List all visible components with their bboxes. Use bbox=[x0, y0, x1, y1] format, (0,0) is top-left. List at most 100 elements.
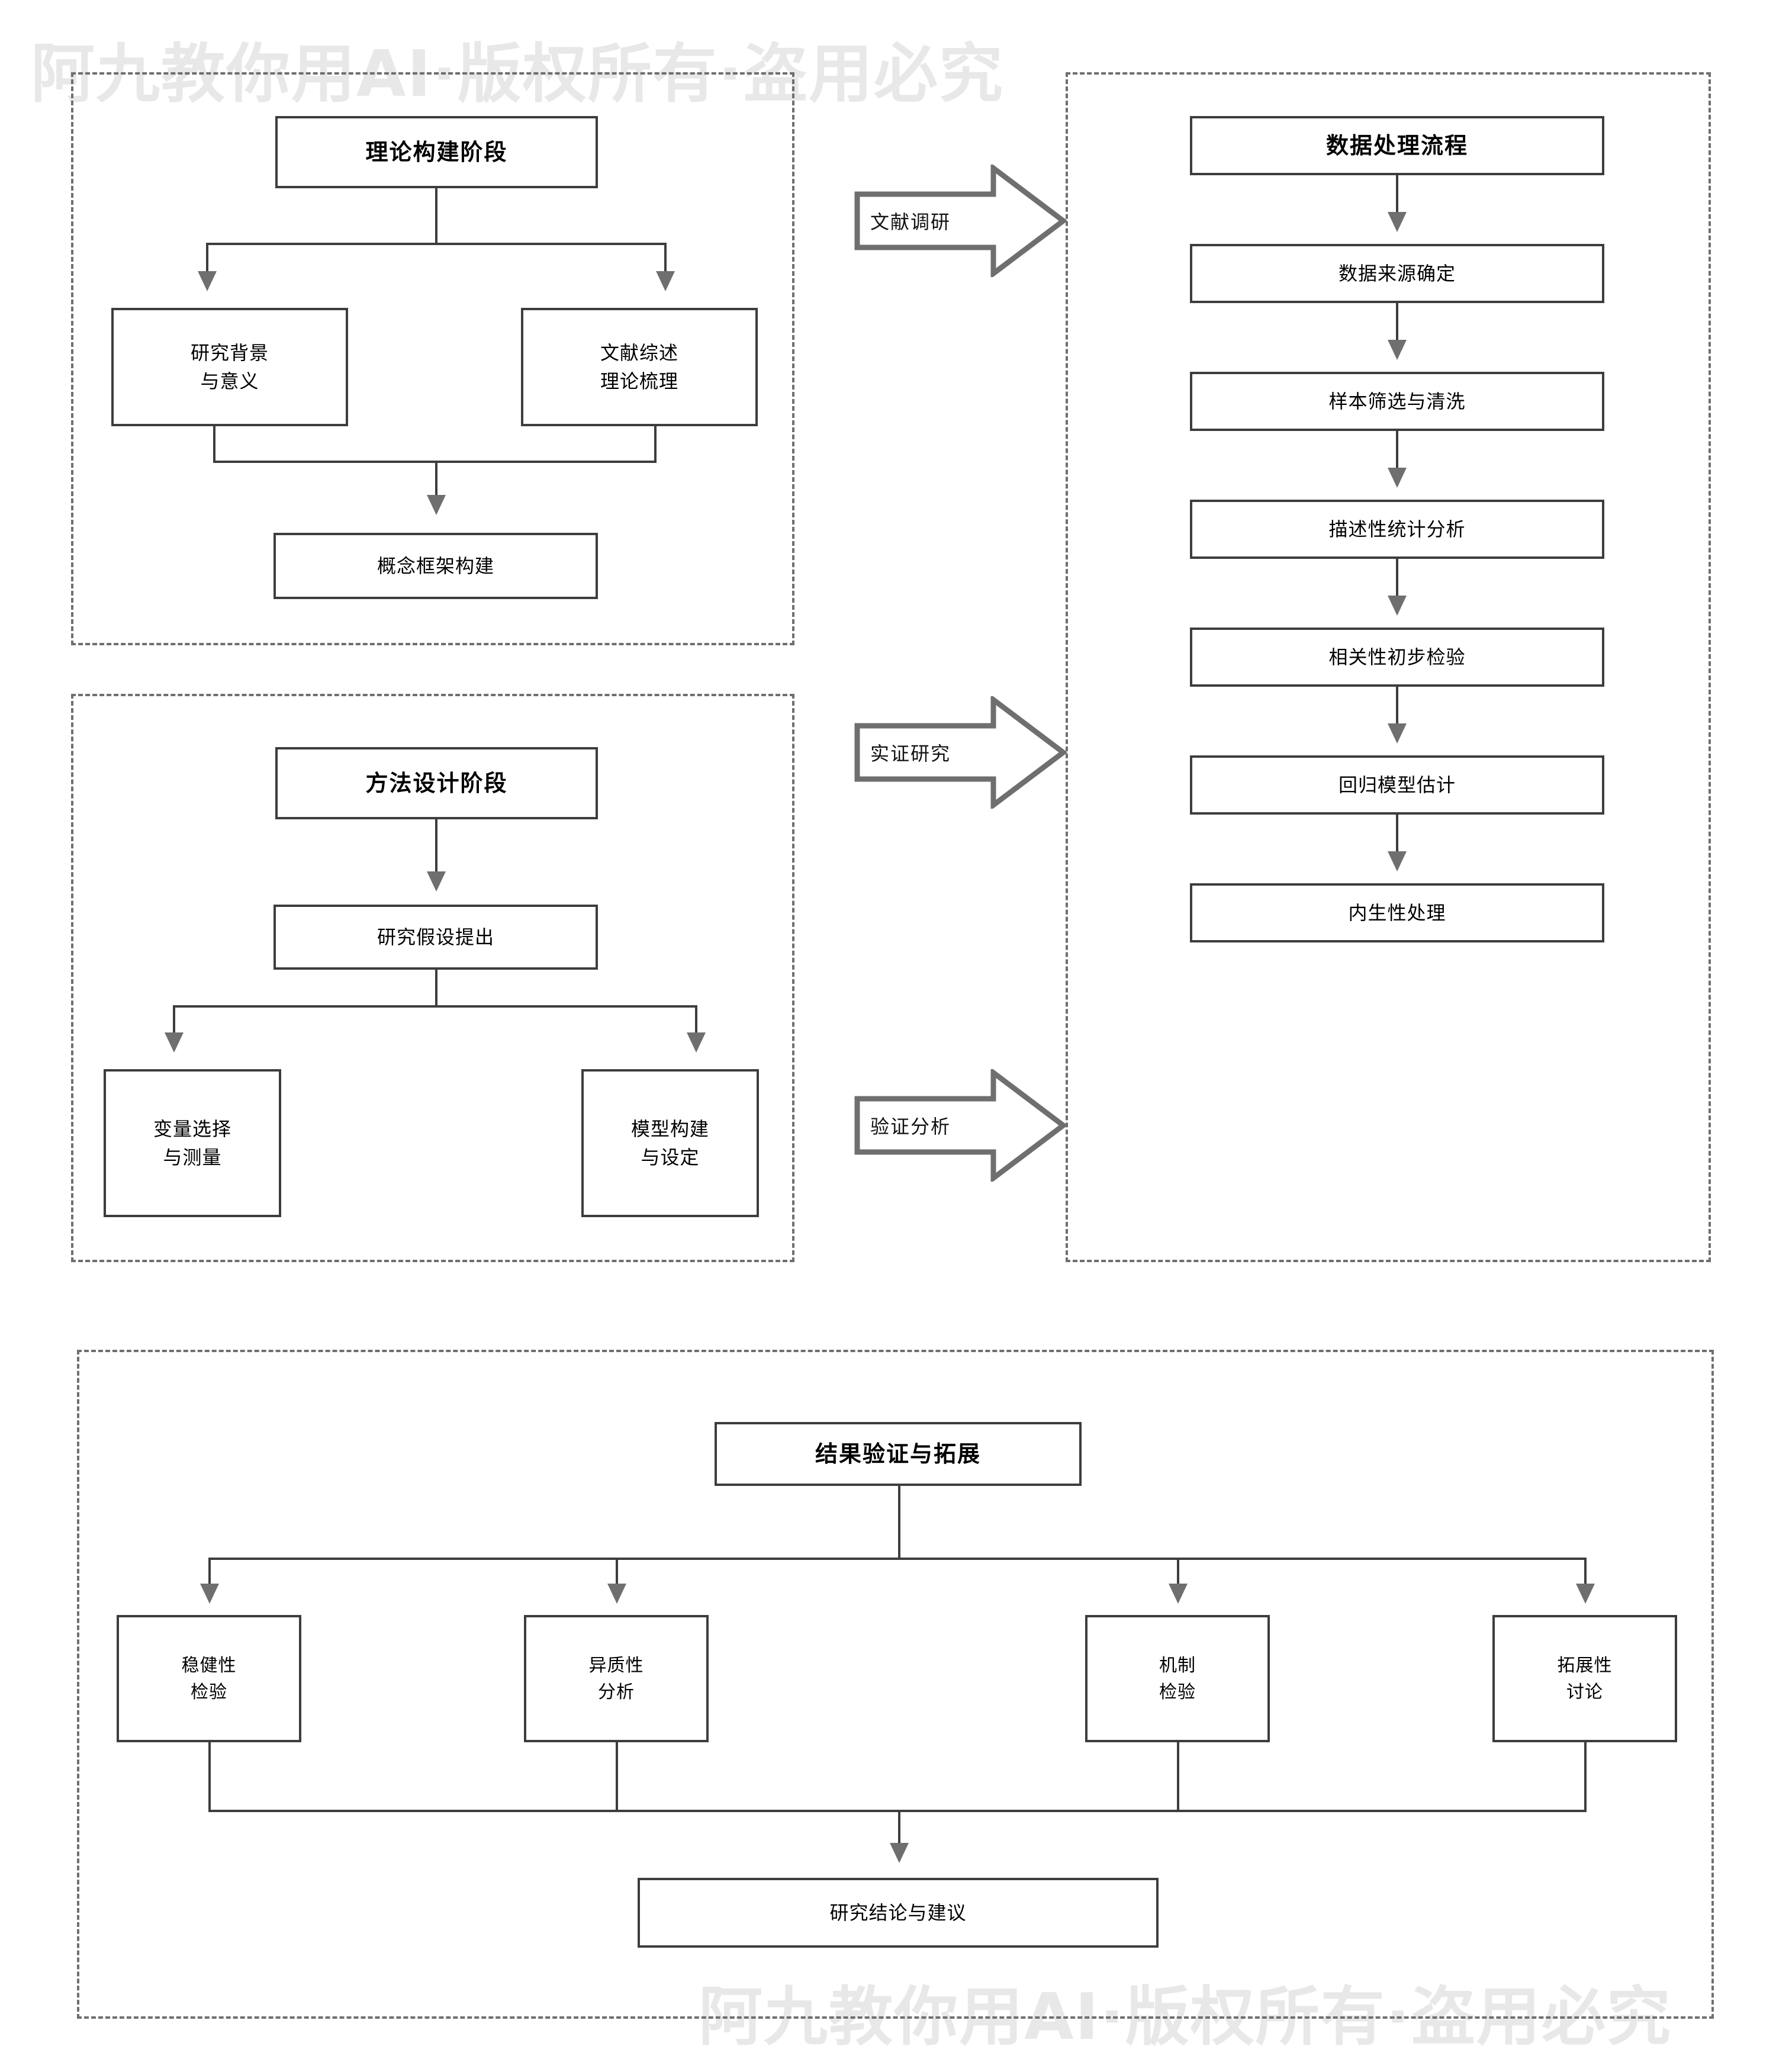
arrowhead-framework bbox=[427, 495, 446, 515]
node-label: 内生性处理 bbox=[1348, 902, 1446, 924]
node-heterogeneity-analysis[interactable]: 异质性 分析 bbox=[524, 1615, 709, 1742]
arrowhead-results-4 bbox=[1576, 1584, 1595, 1604]
node-data-step-2[interactable]: 样本筛选与清洗 bbox=[1190, 372, 1604, 431]
connector-theory-right-drop bbox=[664, 243, 667, 274]
arrowhead-data-5 bbox=[1388, 723, 1407, 744]
node-label: 概念框架构建 bbox=[377, 555, 494, 577]
node-conceptual-framework[interactable]: 概念框架构建 bbox=[274, 533, 598, 599]
block-arrow-label: 实证研究 bbox=[870, 742, 951, 765]
node-label: 数据处理流程 bbox=[1325, 132, 1468, 159]
connector-lit-down bbox=[654, 426, 657, 463]
arrowhead-variables bbox=[165, 1032, 184, 1053]
connector-results-stem bbox=[898, 1486, 900, 1560]
connector-merge-drop-1 bbox=[208, 1742, 211, 1812]
node-theory-stage-title[interactable]: 理论构建阶段 bbox=[275, 116, 598, 188]
connector-merge-drop-4 bbox=[1584, 1742, 1587, 1812]
connector-theory-spread bbox=[206, 243, 667, 245]
node-data-step-1[interactable]: 数据来源确定 bbox=[1190, 244, 1604, 303]
connector-results-merge bbox=[208, 1810, 1587, 1812]
connector-bg-down bbox=[213, 426, 215, 463]
block-arrow-label: 文献调研 bbox=[870, 211, 951, 233]
block-arrow-verification-analysis[interactable]: 验证分析 bbox=[854, 1069, 1067, 1182]
connector-data-2 bbox=[1396, 303, 1398, 342]
arrowhead-data-2 bbox=[1388, 340, 1407, 360]
connector-results-drop-2 bbox=[616, 1558, 618, 1586]
node-label-line2: 与测量 bbox=[163, 1146, 222, 1169]
arrowhead-results-3 bbox=[1169, 1584, 1188, 1604]
arrowhead-data-6 bbox=[1388, 851, 1407, 871]
node-data-process-title[interactable]: 数据处理流程 bbox=[1190, 116, 1604, 175]
connector-data-1 bbox=[1396, 175, 1398, 214]
block-arrow-label: 验证分析 bbox=[870, 1115, 951, 1138]
node-label: 回归模型估计 bbox=[1338, 774, 1456, 796]
arrowhead-theory-left bbox=[198, 271, 217, 291]
node-label-line1: 模型构建 bbox=[630, 1118, 709, 1140]
arrowhead-hypothesis bbox=[427, 871, 446, 892]
connector-data-6 bbox=[1396, 815, 1398, 854]
node-label: 样本筛选与清洗 bbox=[1328, 390, 1466, 413]
node-data-step-6[interactable]: 内生性处理 bbox=[1190, 883, 1604, 942]
node-label: 方法设计阶段 bbox=[365, 770, 508, 796]
node-label-line2: 检验 bbox=[1159, 1681, 1196, 1703]
node-label-line1: 文献综述 bbox=[600, 342, 678, 364]
arrowhead-data-1 bbox=[1388, 212, 1407, 232]
connector-merge-drop-3 bbox=[1177, 1742, 1179, 1812]
connector-method-spread bbox=[173, 1005, 697, 1008]
node-mechanism-test[interactable]: 机制 检验 bbox=[1085, 1615, 1270, 1742]
block-arrow-literature-survey[interactable]: 文献调研 bbox=[854, 165, 1067, 277]
arrowhead-theory-right bbox=[656, 271, 675, 291]
arrowhead-results-1 bbox=[200, 1584, 219, 1604]
node-results-stage-title[interactable]: 结果验证与拓展 bbox=[715, 1422, 1082, 1486]
connector-results-drop-3 bbox=[1177, 1558, 1179, 1586]
node-label: 描述性统计分析 bbox=[1328, 518, 1466, 540]
node-label-line2: 分析 bbox=[598, 1681, 635, 1703]
node-label: 研究假设提出 bbox=[377, 926, 494, 948]
node-label: 理论构建阶段 bbox=[365, 139, 508, 165]
node-data-step-3[interactable]: 描述性统计分析 bbox=[1190, 500, 1604, 559]
node-label: 结果验证与拓展 bbox=[815, 1440, 981, 1467]
connector-conclusion-stem bbox=[898, 1810, 900, 1845]
node-label-line1: 研究背景 bbox=[190, 342, 269, 364]
connector-data-3 bbox=[1396, 431, 1398, 470]
node-data-step-4[interactable]: 相关性初步检验 bbox=[1190, 628, 1604, 687]
connector-theory-stem bbox=[435, 188, 437, 244]
connector-results-drop-4 bbox=[1584, 1558, 1587, 1586]
node-label-line2: 检验 bbox=[191, 1681, 227, 1703]
connector-theory-merge bbox=[213, 461, 657, 463]
connector-data-5 bbox=[1396, 687, 1398, 726]
node-research-hypothesis[interactable]: 研究假设提出 bbox=[274, 905, 598, 970]
node-label: 数据来源确定 bbox=[1338, 262, 1456, 285]
connector-merge-drop-2 bbox=[616, 1742, 618, 1812]
node-label-line2: 与意义 bbox=[200, 370, 259, 392]
node-label-line1: 拓展性 bbox=[1557, 1655, 1613, 1676]
arrowhead-conclusion bbox=[890, 1843, 909, 1863]
node-extension-discussion[interactable]: 拓展性 讨论 bbox=[1492, 1615, 1677, 1742]
connector-results-spread bbox=[208, 1558, 1587, 1560]
node-data-step-5[interactable]: 回归模型估计 bbox=[1190, 755, 1604, 815]
node-robustness-test[interactable]: 稳健性 检验 bbox=[117, 1615, 301, 1742]
node-literature-review[interactable]: 文献综述 理论梳理 bbox=[521, 308, 758, 426]
node-label: 研究结论与建议 bbox=[829, 1902, 967, 1924]
node-label-line2: 与设定 bbox=[641, 1146, 700, 1169]
panel-method-design bbox=[71, 694, 794, 1262]
panel-theory-construction bbox=[71, 72, 794, 645]
node-model-construction[interactable]: 模型构建 与设定 bbox=[581, 1069, 759, 1217]
connector-method-spread-stem bbox=[435, 970, 437, 1008]
connector-data-4 bbox=[1396, 559, 1398, 598]
node-method-stage-title[interactable]: 方法设计阶段 bbox=[275, 747, 598, 819]
node-label-line2: 讨论 bbox=[1566, 1681, 1603, 1703]
node-label-line1: 机制 bbox=[1159, 1655, 1196, 1676]
connector-method-left-drop bbox=[173, 1005, 175, 1035]
panel-data-processing bbox=[1066, 72, 1711, 1262]
arrowhead-data-3 bbox=[1388, 468, 1407, 488]
arrowhead-data-4 bbox=[1388, 596, 1407, 616]
connector-method-stem bbox=[435, 819, 437, 874]
block-arrow-empirical-research[interactable]: 实证研究 bbox=[854, 696, 1067, 809]
node-variable-selection[interactable]: 变量选择 与测量 bbox=[104, 1069, 281, 1217]
node-label-line1: 变量选择 bbox=[153, 1118, 231, 1140]
arrowhead-model bbox=[687, 1032, 706, 1053]
node-label-line1: 稳健性 bbox=[181, 1655, 237, 1676]
panel-results-verification bbox=[77, 1350, 1714, 2019]
node-research-background[interactable]: 研究背景 与意义 bbox=[111, 308, 348, 426]
node-research-conclusion[interactable]: 研究结论与建议 bbox=[638, 1878, 1159, 1948]
